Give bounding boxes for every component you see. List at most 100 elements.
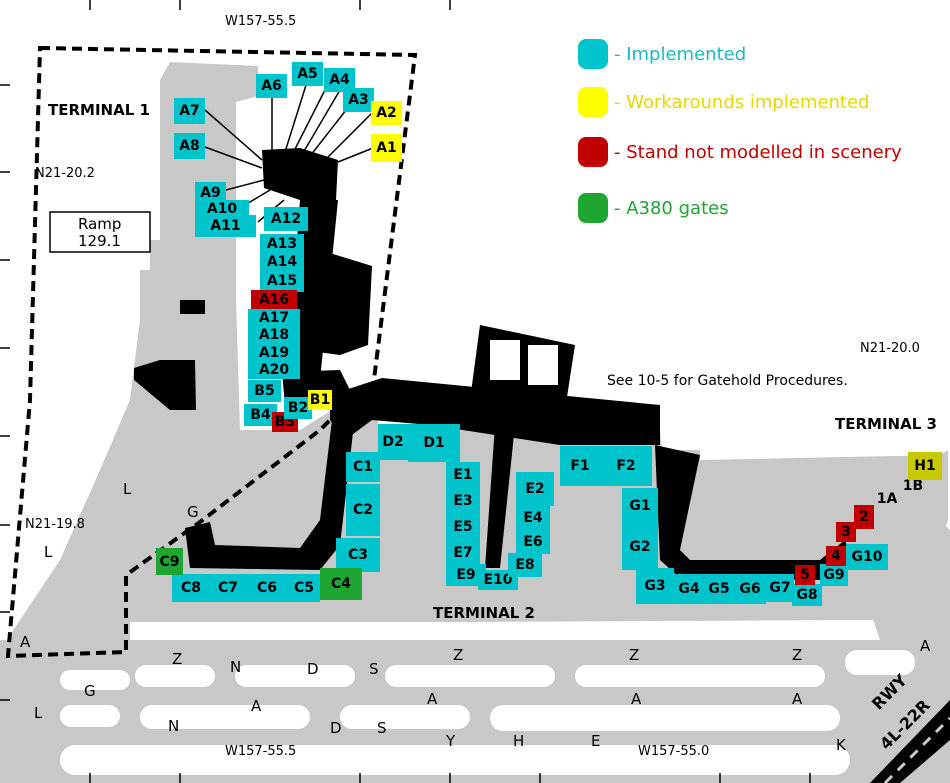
gate-e8: E8 bbox=[508, 553, 542, 577]
gate-g7: G7 bbox=[766, 574, 794, 602]
t1-concourse-head bbox=[262, 148, 338, 200]
taxiway-islands bbox=[20, 60, 915, 775]
legend-item-workaround: - Workarounds implemented bbox=[578, 86, 869, 118]
taxiway-k: K bbox=[836, 736, 846, 754]
frame-ticks bbox=[0, 0, 811, 783]
island bbox=[845, 650, 915, 675]
gate-a20: A20 bbox=[248, 361, 300, 379]
lat-n21-20-0-label: N21-20.0 bbox=[860, 341, 920, 356]
legend-label-workaround: - Workarounds implemented bbox=[614, 91, 870, 113]
taxiway-s-1: S bbox=[369, 660, 379, 678]
lon-top-label: W157-55.5 bbox=[225, 14, 297, 29]
lon-bottom-right-label: W157-55.0 bbox=[638, 744, 710, 759]
gate-f2: F2 bbox=[600, 446, 652, 486]
legend-label-a380: - A380 gates bbox=[614, 197, 729, 219]
gate-g5: G5 bbox=[704, 574, 734, 604]
gate-a15: A15 bbox=[260, 270, 304, 292]
gate-1a: 1A bbox=[876, 491, 898, 507]
gate-b2: B2 bbox=[284, 397, 312, 419]
gate-b4: B4 bbox=[244, 404, 277, 426]
gatehold-note: See 10-5 for Gatehold Procedures. bbox=[607, 373, 848, 389]
taxiway-z-3: Z bbox=[629, 646, 640, 664]
gate-h1: H1 bbox=[908, 452, 942, 480]
t2-courtyard bbox=[490, 340, 520, 380]
gate-c1: C1 bbox=[346, 452, 380, 482]
gate-e1: E1 bbox=[446, 462, 480, 488]
taxiway-a-4: A bbox=[792, 690, 803, 708]
gate-g9: G9 bbox=[820, 564, 848, 586]
legend-swatch bbox=[578, 39, 608, 69]
island bbox=[60, 745, 850, 775]
island bbox=[20, 60, 160, 240]
island bbox=[135, 665, 215, 687]
gate-g3: G3 bbox=[636, 568, 674, 604]
gate-d2: D2 bbox=[378, 424, 408, 460]
gate-5: 5 bbox=[795, 565, 815, 585]
taxiway-s-2: S bbox=[377, 719, 387, 737]
gate-a6: A6 bbox=[256, 74, 287, 98]
gate-a2: A2 bbox=[371, 101, 402, 125]
taxiway-right-diag bbox=[860, 520, 950, 640]
gate-c4: C4 bbox=[320, 568, 362, 600]
gate-c5: C5 bbox=[288, 574, 320, 602]
island bbox=[235, 665, 355, 687]
taxiway-z-2: Z bbox=[453, 646, 464, 664]
gate-b1: B1 bbox=[308, 390, 332, 410]
gate-c7: C7 bbox=[210, 574, 246, 602]
gate-c2: C2 bbox=[346, 484, 380, 536]
taxiway-z-4: Z bbox=[792, 646, 803, 664]
taxiway-a-right: A bbox=[920, 637, 931, 655]
gate-g8: G8 bbox=[792, 584, 822, 606]
leader-line bbox=[291, 85, 328, 156]
gate-c9: C9 bbox=[156, 548, 183, 575]
gate-2: 2 bbox=[854, 505, 874, 529]
taxiway-l-lower: L bbox=[34, 704, 43, 722]
leader-line bbox=[244, 189, 271, 206]
leader-line bbox=[204, 146, 263, 169]
ramp-title: Ramp bbox=[78, 215, 122, 233]
t2-upper bbox=[470, 325, 575, 410]
gate-a13: A13 bbox=[260, 234, 304, 254]
island bbox=[60, 705, 120, 727]
ramp-frequency: 129.1 bbox=[78, 232, 121, 250]
t1-small-bldg bbox=[180, 300, 205, 314]
gate-4: 4 bbox=[826, 546, 846, 566]
gate-g4: G4 bbox=[674, 574, 704, 604]
gate-a16: A16 bbox=[251, 290, 297, 310]
terminal1-ramp bbox=[20, 62, 948, 655]
lat-n21-19-8-label: N21-19.8 bbox=[25, 517, 85, 532]
lon-bottom-left-label: W157-55.5 bbox=[225, 744, 297, 759]
taxiway-l-upper: L bbox=[123, 480, 132, 498]
t2-connector bbox=[330, 378, 660, 445]
legend-swatch bbox=[578, 137, 608, 167]
gate-a9: A9 bbox=[195, 182, 226, 204]
terminal1-label: TERMINAL 1 bbox=[48, 101, 150, 119]
gate-a14: A14 bbox=[260, 252, 304, 272]
gate-a18: A18 bbox=[248, 326, 300, 344]
gate-f1: F1 bbox=[560, 446, 600, 486]
e-concourse bbox=[485, 425, 515, 568]
gate-a7: A7 bbox=[174, 98, 205, 124]
runway-4l-22r bbox=[870, 700, 950, 783]
c-concourse bbox=[185, 415, 355, 570]
gate-a5: A5 bbox=[292, 62, 323, 86]
gate-leader-lines bbox=[204, 81, 374, 223]
terminal2-label: TERMINAL 2 bbox=[433, 604, 535, 622]
gate-g2: G2 bbox=[622, 524, 658, 570]
gate-a12: A12 bbox=[264, 207, 308, 231]
legend-swatch bbox=[578, 87, 608, 117]
gate-e4: E4 bbox=[516, 506, 550, 530]
legend-item-a380: - A380 gates bbox=[578, 192, 729, 224]
legend-label-not-modelled: - Stand not modelled in scenery bbox=[614, 141, 902, 163]
gate-e2: E2 bbox=[516, 472, 554, 506]
taxiway-l-mid: L bbox=[44, 543, 53, 561]
gate-d1: D1 bbox=[408, 424, 460, 462]
island bbox=[575, 665, 825, 687]
gate-a3: A3 bbox=[343, 88, 374, 112]
gate-g6: G6 bbox=[734, 574, 766, 604]
terminal3-label: TERMINAL 3 bbox=[835, 415, 937, 433]
gate-a11: A11 bbox=[195, 215, 256, 237]
leader-line bbox=[299, 89, 341, 159]
taxiway-n-1: N bbox=[230, 658, 242, 676]
